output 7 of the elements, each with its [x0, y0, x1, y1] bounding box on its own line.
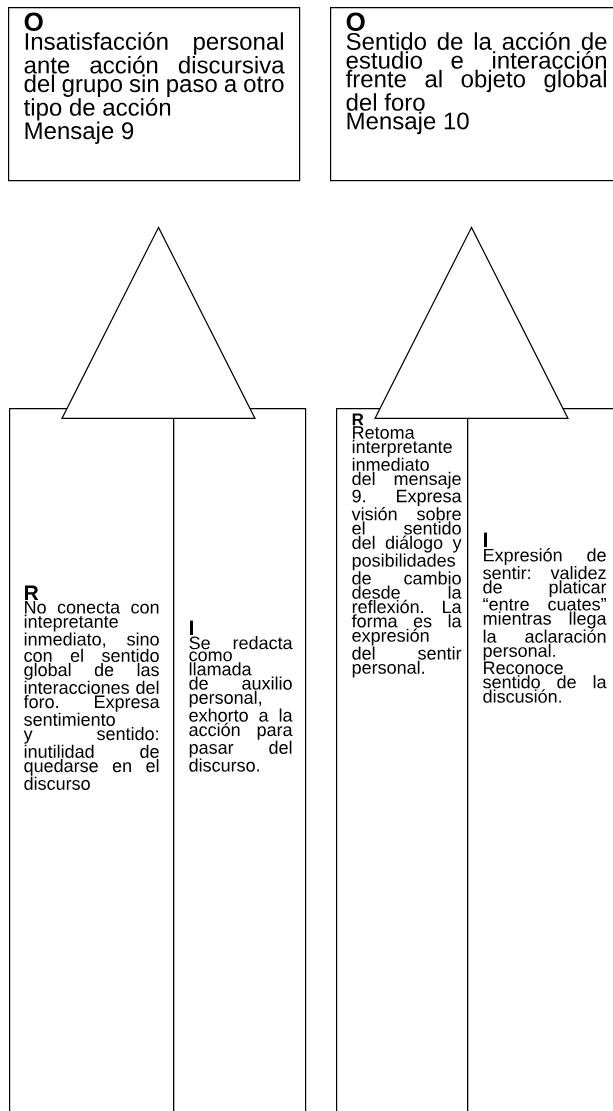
- table-cell: R Retoma interpretante inmediato del mensaje 9. Expresa visión sobre el sentido del diálogo y posibilidades de cambio desde la reflexión. La forma es la expresión del sentir personal.: [336, 408, 469, 1111]
- text-box: O Insatisfacción personal ante acción discursiva del grupo sin paso a otro tipo de acción Mensaje 9: [8, 7, 301, 182]
- triangle: [374, 226, 569, 419]
- table-cell: I Se redacta como llamada de auxilio personal, exhorto a la acción para pasar del discurso.: [173, 408, 307, 1111]
- triangle: [61, 226, 256, 419]
- table-cell: R No conecta con intepretante inmediato, sino con el sentido global de las interacciones del foro. Expresa sentimiento y sentido: inutilidad de quedarse en el discurso: [9, 408, 175, 1111]
- text-box: O Sentido de la acción de estudio e interacción frente al objeto global del foro Mensaje 10: [330, 7, 613, 182]
